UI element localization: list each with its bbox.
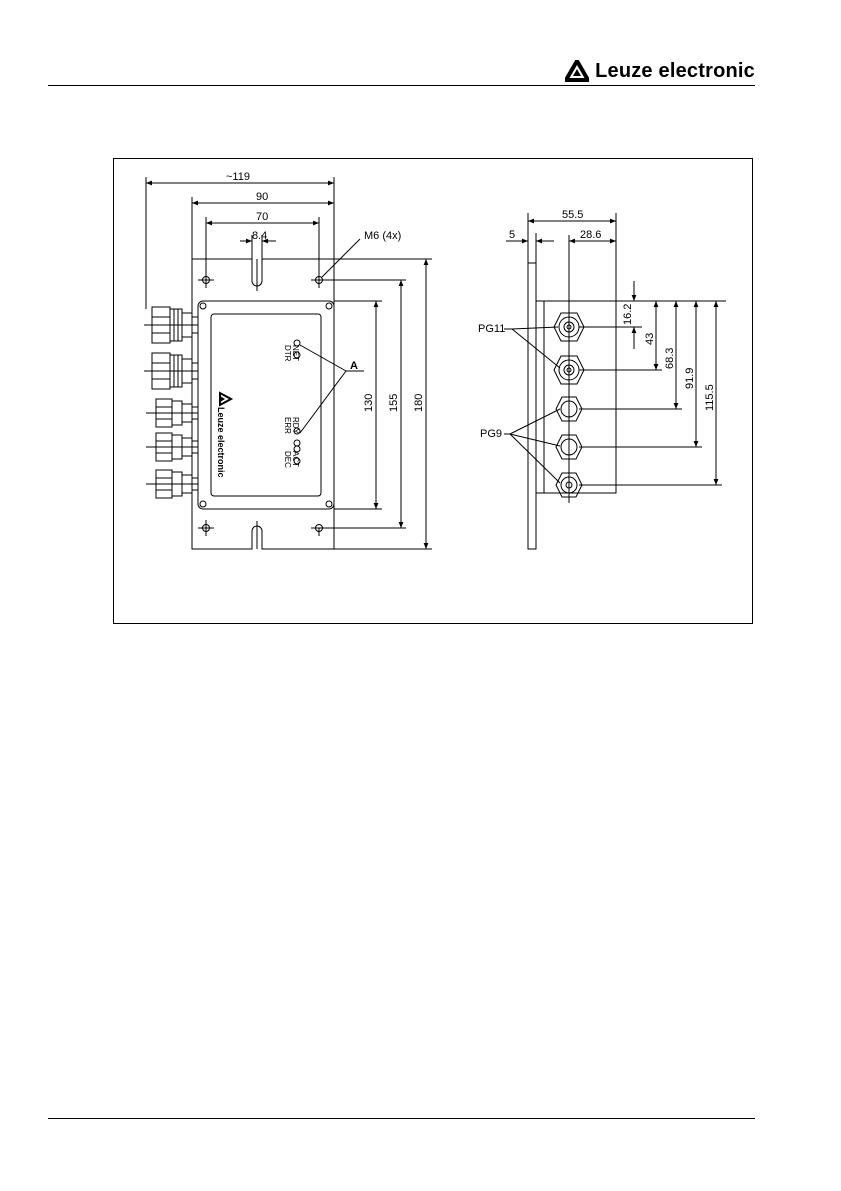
brand: Leuze electronic bbox=[565, 58, 755, 84]
dim-gland4: 91.9 bbox=[684, 368, 696, 389]
dim-overall-height: 180 bbox=[413, 394, 425, 412]
base-plate bbox=[192, 259, 334, 549]
side-top-dims bbox=[506, 213, 616, 301]
dim-gland5: 115.5 bbox=[704, 384, 716, 411]
side-right-dims bbox=[579, 281, 726, 485]
led-label-dtr: DTR bbox=[283, 345, 292, 362]
side-glands bbox=[554, 235, 584, 503]
dim-plate-width: 90 bbox=[256, 191, 268, 203]
label-pg11: PG11 bbox=[478, 323, 505, 335]
housing-cover bbox=[211, 314, 321, 496]
led-label-dec: DEC bbox=[283, 451, 292, 468]
header-rule bbox=[48, 85, 755, 86]
panel-brand: Leuze electronic bbox=[216, 407, 226, 478]
leader-pg9 bbox=[504, 409, 560, 483]
callout-a: A bbox=[350, 360, 358, 372]
cable-glands-front bbox=[144, 307, 198, 498]
drawing-canvas: ~119 90 70 8.4 M6 (4x) A 130 155 180 Leu… bbox=[114, 159, 754, 625]
mount-holes-label: M6 (4x) bbox=[364, 230, 401, 242]
dim-gland3: 68.3 bbox=[664, 348, 676, 369]
dim-hole-spacing: 70 bbox=[256, 211, 268, 223]
dim-gland-offset: 28.6 bbox=[580, 229, 601, 241]
brand-name: Leuze electronic bbox=[595, 60, 755, 83]
dim-hole-height: 155 bbox=[388, 394, 400, 412]
gland-small bbox=[146, 399, 198, 427]
dim-top-lines bbox=[146, 177, 334, 309]
gland-small bbox=[146, 470, 198, 498]
leader-m6 bbox=[322, 239, 360, 277]
side-flange bbox=[528, 263, 536, 549]
dim-gland1: 16.2 bbox=[622, 304, 634, 325]
label-pg9: PG9 bbox=[480, 428, 502, 440]
led-label-err: ERR bbox=[283, 417, 292, 434]
gland-large bbox=[144, 353, 198, 389]
dim-depth: 55.5 bbox=[562, 209, 583, 221]
gland-small bbox=[146, 433, 198, 461]
leader-a bbox=[300, 345, 364, 433]
gland-large bbox=[144, 307, 198, 343]
housing bbox=[198, 301, 334, 509]
dim-slot-width: 8.4 bbox=[252, 230, 267, 242]
leuze-logo-icon bbox=[565, 60, 589, 82]
dim-flange: 5 bbox=[509, 229, 515, 241]
footer-rule bbox=[48, 1118, 755, 1119]
dim-overall-width: ~119 bbox=[226, 171, 250, 183]
dim-inner-height: 130 bbox=[363, 394, 375, 412]
leader-pg11 bbox=[504, 327, 560, 368]
dim-gland2: 43 bbox=[644, 333, 656, 345]
side-body bbox=[544, 301, 616, 493]
panel-logo-icon bbox=[220, 393, 231, 405]
dimension-drawing: ~119 90 70 8.4 M6 (4x) A 130 155 180 Leu… bbox=[113, 158, 753, 624]
